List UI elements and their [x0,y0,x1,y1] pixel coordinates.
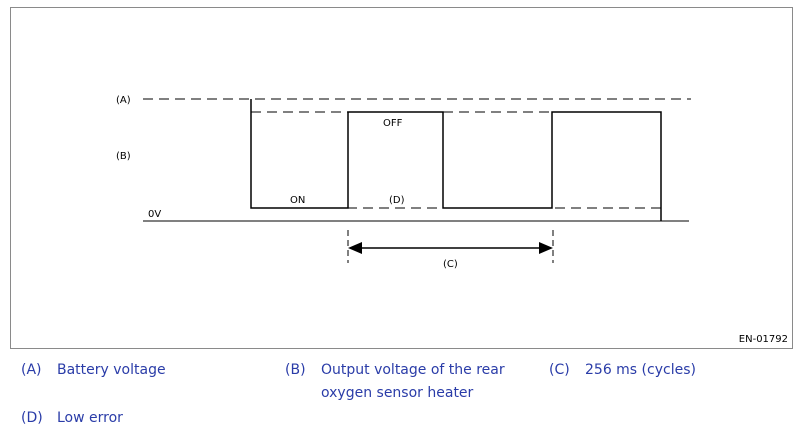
label-a: (A) [116,95,131,106]
cycle-arrow-left-icon [348,242,362,254]
heater-output-waveform [250,99,662,221]
label-off: OFF [383,118,403,129]
legend-item-b: (B) Output voltage of the rear oxygen se… [285,359,535,407]
legend-key: (A) [21,362,42,378]
legend-key: (C) [549,362,570,378]
figure-id: EN-01792 [738,334,788,345]
legend-text: Low error [57,410,123,426]
legend-item-a: (A) Battery voltage [21,359,261,383]
legend-text: Output voltage of the rear oxygen sensor… [321,362,505,401]
diagram-frame: (A) (B) 0V ON OFF (D) (C) EN-01792 [10,7,793,349]
label-on: ON [290,195,305,206]
cycle-arrow-right-icon [539,242,553,254]
label-c: (C) [443,259,458,270]
legend-item-d: (D) Low error [21,407,261,431]
legend-text: 256 ms (cycles) [585,362,696,378]
legend-key: (D) [21,410,43,426]
timing-diagram: (A) (B) 0V ON OFF (D) (C) [116,95,691,270]
label-d: (D) [389,195,405,206]
legend-text: Battery voltage [57,362,166,378]
legend-item-c: (C) 256 ms (cycles) [549,359,789,383]
label-zero-v: 0V [148,209,161,220]
label-b: (B) [116,151,131,162]
legend-key: (B) [285,362,306,378]
